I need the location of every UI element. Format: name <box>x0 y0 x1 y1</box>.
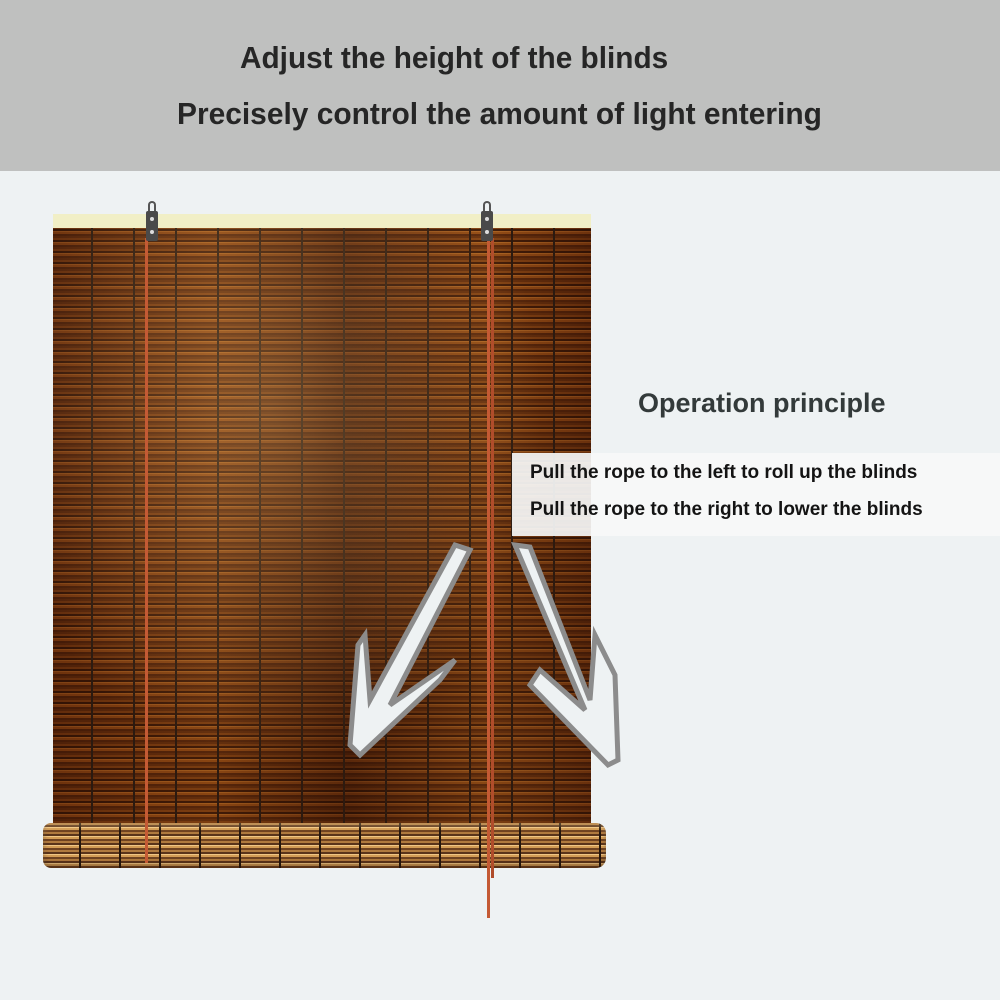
instruction-lower: Pull the rope to the right to lower the … <box>530 499 923 520</box>
reed-blind-shading <box>53 228 591 830</box>
operation-principle-title: Operation principle <box>638 388 886 418</box>
pull-rope <box>487 238 490 918</box>
direction-arrows <box>347 541 621 769</box>
arrow-down-right-icon <box>510 541 621 769</box>
hanging-bracket-icon <box>146 201 158 241</box>
instruction-roll-up: Pull the rope to the left to roll up the… <box>530 462 918 483</box>
blind-headrail <box>53 214 591 229</box>
hanging-bracket-icon <box>481 201 493 241</box>
header-title: Adjust the height of the blinds <box>240 40 669 75</box>
reed-blind-roll <box>43 823 606 868</box>
instruction-band <box>512 453 1000 536</box>
arrow-down-left-icon <box>347 541 474 759</box>
pull-rope-strand <box>491 238 494 878</box>
left-rope <box>145 238 148 863</box>
header-banner: Adjust the height of the blinds Precisel… <box>0 0 1000 171</box>
header-subtitle: Precisely control the amount of light en… <box>177 96 822 131</box>
reed-blind-mat <box>53 228 591 830</box>
